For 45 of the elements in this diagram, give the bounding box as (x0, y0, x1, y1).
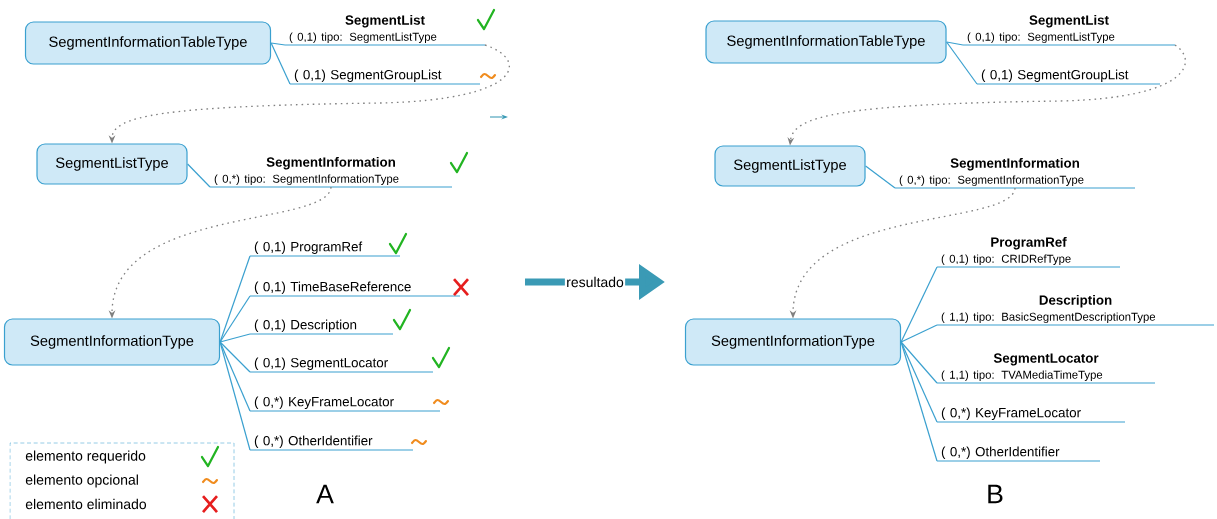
connector-line (219, 255, 251, 343)
type-box: SegmentInformationType (3, 318, 221, 366)
connector-line (865, 165, 896, 189)
connector-line (219, 333, 251, 343)
connector-line (946, 41, 978, 85)
connector-line (900, 341, 938, 384)
connector-line (946, 41, 964, 46)
element-entry: ( 0,1) SegmentLocator (249, 357, 434, 373)
connector-line (219, 341, 251, 412)
element-entry: ( 0,1) ProgramRef (249, 241, 401, 257)
panel-label: B (988, 484, 1003, 504)
element-entry: SegmentList ( 0,1) tipo: SegmentListType (284, 15, 486, 46)
connector-line (270, 42, 291, 85)
connector-line (900, 324, 938, 343)
type-box: SegmentInformationTableType (24, 21, 272, 65)
connector-line (900, 341, 938, 462)
legend-text: elemento requerido (25, 450, 146, 464)
connector-line (219, 341, 251, 451)
element-entry: SegmentInformation ( 0,*) tipo: SegmentInformationType (894, 158, 1136, 189)
element-entry: ( 0,1) Description (249, 319, 394, 335)
element-entry: ProgramRef ( 0,1) tipo: CRIDRefType (936, 237, 1121, 268)
type-box: SegmentInformationType (684, 318, 902, 366)
element-entry: ( 0,1) TimeBaseReference (249, 281, 461, 297)
connector-line (219, 295, 251, 343)
connector-line (219, 341, 251, 373)
panel-label: A (316, 484, 334, 504)
type-box: SegmentListType (36, 143, 188, 185)
element-entry: ( 0,*) OtherIdentifier (936, 446, 1101, 462)
element-entry: ( 0,*) KeyFrameLocator (249, 396, 441, 412)
arrow-label: resultado (564, 275, 626, 289)
element-entry: SegmentList ( 0,1) tipo: SegmentListType (962, 15, 1176, 46)
legend-text: elemento opcional (25, 474, 138, 488)
element-entry: ( 0,1) SegmentGroupList (289, 69, 481, 85)
connector-line (270, 42, 286, 46)
element-entry: SegmentInformation ( 0,*) tipo: SegmentInformationType (209, 157, 453, 188)
type-box: SegmentInformationTableType (705, 20, 947, 64)
element-entry: Description ( 1,1) tipo: BasicSegmentDescriptionType (936, 295, 1215, 326)
element-entry: SegmentLocator ( 1,1) tipo: TVAMediaTimeType (936, 353, 1156, 384)
legend-text: elemento eliminado (25, 498, 147, 510)
element-entry: ( 0,*) KeyFrameLocator (936, 407, 1126, 423)
type-box: SegmentListType (714, 145, 866, 187)
connector-line (900, 266, 938, 343)
element-entry: ( 0,*) OtherIdentifier (249, 435, 414, 451)
connector-line (187, 163, 211, 188)
element-entry: ( 0,1) SegmentGroupList (976, 69, 1161, 85)
